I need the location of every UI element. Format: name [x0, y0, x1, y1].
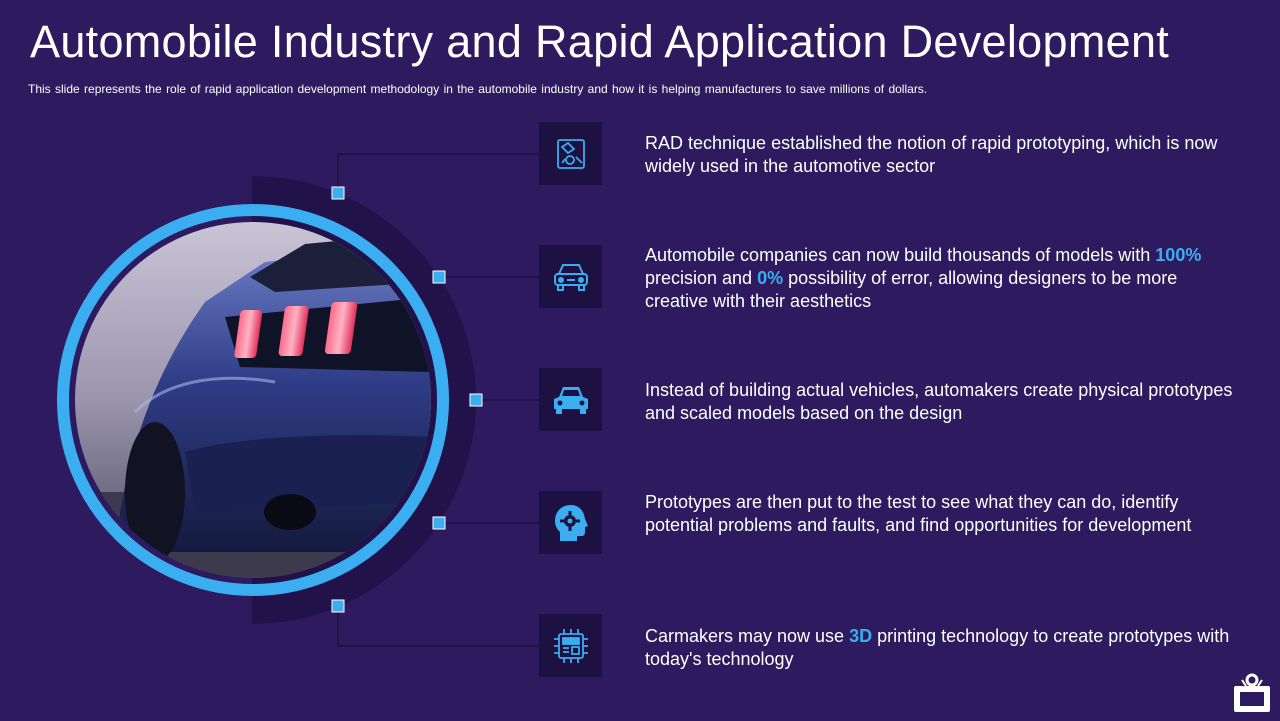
node-5	[331, 599, 345, 613]
head-gear-icon	[539, 491, 602, 554]
item-text-segment: printing technology to create prototypes…	[645, 626, 1230, 669]
node-4	[432, 516, 446, 530]
item-text-5: Carmakers may now use 3D printing techno…	[645, 625, 1235, 671]
item-text-3: Instead of building actual vehicles, aut…	[645, 379, 1235, 425]
photo-ring	[57, 204, 449, 596]
item-text-segment: RAD technique established the notion of …	[645, 133, 1218, 176]
item-text-segment: Prototypes are then put to the test to s…	[645, 492, 1192, 535]
item-text-segment: Carmakers may now use	[645, 626, 850, 646]
item-text-1: RAD technique established the notion of …	[645, 132, 1235, 178]
node-1	[331, 186, 345, 200]
3d-printer-chip-icon	[539, 614, 602, 677]
highlight-value: 0%	[757, 268, 784, 288]
item-text-segment: precision and	[645, 268, 758, 288]
node-3	[469, 393, 483, 407]
connector-line-5	[337, 606, 539, 647]
blueprint-car-icon	[539, 122, 602, 185]
car-photo	[75, 222, 431, 578]
slide-subtitle: This slide represents the role of rapid …	[28, 82, 928, 96]
highlight-value: 100%	[1155, 245, 1202, 265]
item-text-4: Prototypes are then put to the test to s…	[645, 491, 1235, 537]
slide-title: Automobile Industry and Rapid Applicatio…	[30, 16, 1170, 67]
item-text-segment: possibility of error, allowing designers…	[645, 268, 1178, 311]
car-front-outline-icon	[539, 245, 602, 308]
item-text-segment: Automobile companies can now build thous…	[645, 245, 1156, 265]
car-icon	[539, 368, 602, 431]
highlight-value: 3D	[849, 626, 873, 646]
item-text-segment: Instead of building actual vehicles, aut…	[645, 380, 1233, 423]
connector-line-1	[337, 153, 539, 193]
node-2	[432, 270, 446, 284]
presentation-logo-icon	[1230, 672, 1274, 716]
item-text-2: Automobile companies can now build thous…	[645, 244, 1235, 313]
